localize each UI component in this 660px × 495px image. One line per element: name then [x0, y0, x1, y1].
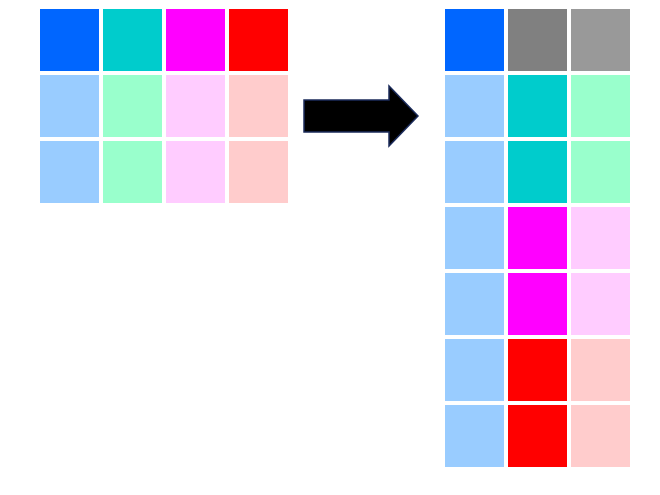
wide-cell-r3-c4: [229, 141, 288, 203]
long-cell-r4-c3: [571, 207, 630, 269]
wide-cell-r3-c1: [40, 141, 99, 203]
arrow-shape: [303, 84, 420, 148]
long-cell-r4-c1: [445, 207, 504, 269]
long-cell-r7-c2: [508, 405, 567, 467]
long-cell-r1-c3: [571, 9, 630, 71]
wide-cell-r3-c3: [166, 141, 225, 203]
long-cell-r5-c2: [508, 273, 567, 335]
wide-cell-r1-c4: [229, 9, 288, 71]
wide-cell-r2-c2: [103, 75, 162, 137]
long-cell-r5-c1: [445, 273, 504, 335]
transform-arrow-icon: [303, 84, 420, 148]
wide-cell-r2-c1: [40, 75, 99, 137]
long-cell-r2-c3: [571, 75, 630, 137]
long-cell-r7-c1: [445, 405, 504, 467]
long-cell-r4-c2: [508, 207, 567, 269]
long-cell-r3-c3: [571, 141, 630, 203]
long-cell-r6-c2: [508, 339, 567, 401]
wide-cell-r2-c4: [229, 75, 288, 137]
wide-cell-r3-c2: [103, 141, 162, 203]
long-cell-r3-c2: [508, 141, 567, 203]
long-cell-r2-c1: [445, 75, 504, 137]
wide-cell-r1-c1: [40, 9, 99, 71]
wide-cell-r1-c2: [103, 9, 162, 71]
long-table: [445, 9, 630, 467]
wide-table: [40, 9, 288, 203]
long-cell-r7-c3: [571, 405, 630, 467]
long-cell-r1-c1: [445, 9, 504, 71]
long-cell-r6-c1: [445, 339, 504, 401]
wide-cell-r2-c3: [166, 75, 225, 137]
long-cell-r2-c2: [508, 75, 567, 137]
long-cell-r5-c3: [571, 273, 630, 335]
long-cell-r1-c2: [508, 9, 567, 71]
long-cell-r3-c1: [445, 141, 504, 203]
wide-cell-r1-c3: [166, 9, 225, 71]
long-cell-r6-c3: [571, 339, 630, 401]
